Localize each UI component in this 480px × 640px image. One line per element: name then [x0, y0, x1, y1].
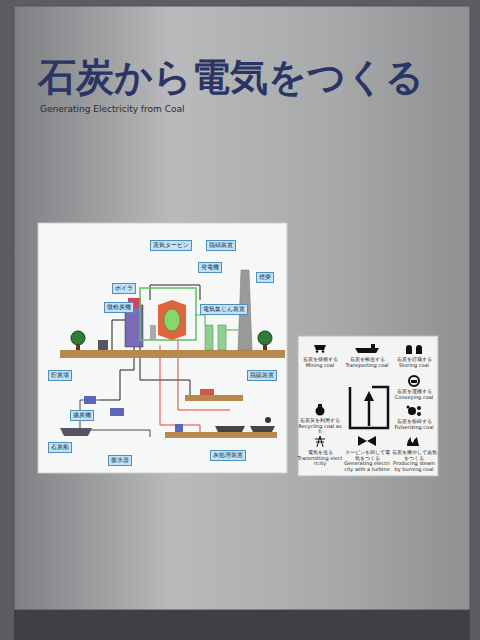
- part-label: ボイラ: [112, 283, 136, 294]
- step-name-en: Mining coal: [297, 363, 343, 369]
- metal-panel: [14, 6, 470, 610]
- process-step: 石炭灰を利用するRecycling coal ash: [297, 418, 343, 435]
- step-name-en: Producing steam by burning coal: [391, 461, 437, 472]
- step-name-en: Storing coal: [391, 363, 437, 369]
- part-label: 灰処理装置: [210, 450, 246, 461]
- step-name-en: Transmitting electricity: [297, 456, 343, 467]
- part-name: 発電機: [201, 264, 219, 271]
- cycle-arrow: [350, 387, 388, 428]
- part-name: ボイラ: [115, 285, 133, 292]
- part-name: 脱硝装置: [209, 242, 233, 249]
- part-name: 電気集じん装置: [203, 306, 245, 313]
- process-step: 石炭を燃やして蒸気をつくるProducing steam by burning …: [391, 450, 437, 472]
- part-label: 微粉炭機: [104, 302, 134, 313]
- step-name-en: Pulverizing coal: [391, 425, 437, 431]
- part-label: 脱硫装置: [247, 370, 277, 381]
- part-label: 脱硝装置: [206, 240, 236, 251]
- process-step: 石炭を運搬するConveying coal: [391, 389, 437, 400]
- part-name: 灰処理装置: [213, 452, 243, 459]
- process-step: 電気を送るTransmitting electricity: [297, 450, 343, 467]
- part-label: 煙突: [256, 272, 274, 283]
- part-name: 微粉炭機: [107, 304, 131, 311]
- part-name: 復水器: [111, 457, 129, 464]
- plant-drawing: [60, 270, 285, 438]
- part-label: 復水器: [108, 455, 132, 466]
- part-label: 電気集じん装置: [200, 304, 248, 315]
- part-name: 揚炭機: [73, 412, 91, 419]
- process-step: タービンを回して電気をつくるGenerating electricity wit…: [344, 450, 390, 472]
- process-panel: [298, 336, 438, 476]
- part-label: 発電機: [198, 262, 222, 273]
- process-step: 石炭を貯蔵するStoring coal: [391, 357, 437, 368]
- step-name: タービンを回して電気をつくる: [344, 450, 390, 461]
- process-step: 石炭を採掘するMining coal: [297, 357, 343, 368]
- base: [14, 610, 470, 640]
- part-name: 蒸気タービン: [153, 242, 189, 249]
- part-label: 揚炭機: [70, 410, 94, 421]
- part-label: 石炭船: [48, 442, 72, 453]
- diagram-board: [38, 223, 287, 473]
- step-name-en: Transporting coal: [344, 363, 390, 369]
- step-name-en: Generating electricity with a turbine: [344, 461, 390, 472]
- subtitle: Generating Electricity from Coal: [40, 104, 184, 114]
- part-label: 貯炭場: [48, 370, 72, 381]
- process-step: 石炭を粉砕するPulverizing coal: [391, 419, 437, 430]
- process-step: 石炭を輸送するTransporting coal: [344, 357, 390, 368]
- part-name: 貯炭場: [51, 372, 69, 379]
- part-name: 石炭船: [51, 444, 69, 451]
- part-name: 煙突: [259, 274, 271, 281]
- step-name: 石炭を燃やして蒸気をつくる: [391, 450, 437, 461]
- step-name-en: Recycling coal ash: [297, 424, 343, 435]
- part-name: 脱硫装置: [250, 372, 274, 379]
- step-name-en: Conveying coal: [391, 395, 437, 401]
- part-label: 蒸気タービン: [150, 240, 192, 251]
- title: 石炭から電気をつくる: [38, 52, 424, 103]
